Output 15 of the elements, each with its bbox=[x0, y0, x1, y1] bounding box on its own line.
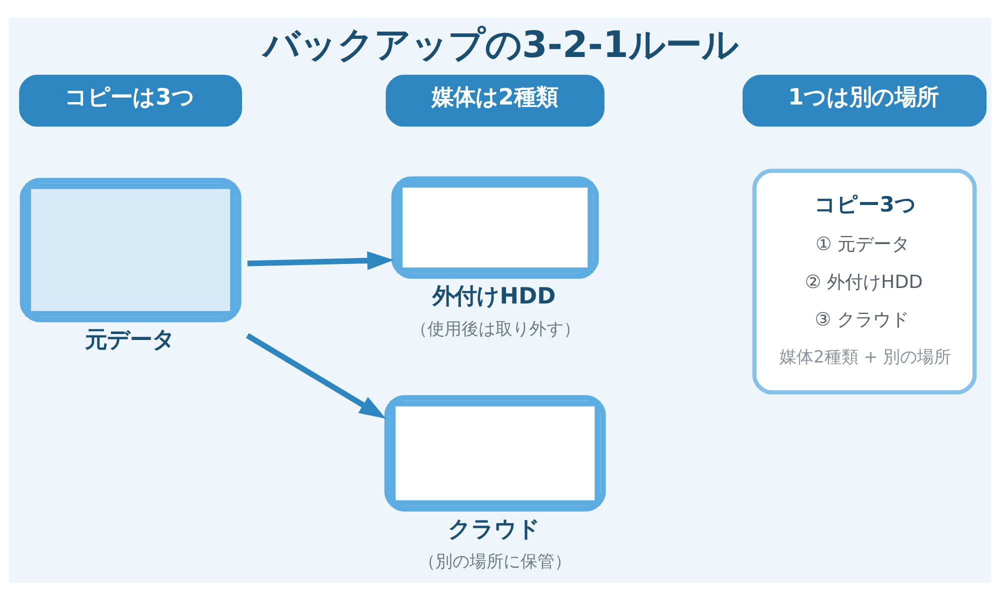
arrow bbox=[246, 332, 386, 418]
arrow bbox=[247, 250, 394, 270]
node-box: コピーは3つ bbox=[19, 74, 242, 126]
node-label: 元データ bbox=[85, 326, 176, 353]
node-box bbox=[384, 394, 606, 511]
node-box bbox=[391, 176, 599, 278]
node-box: 1つは別の場所 bbox=[742, 74, 986, 126]
node-box bbox=[20, 177, 242, 322]
node-box: コピー3つ ① 元データ ② 外付けHDD ③ クラウド 媒体2種類 + 別の場所 bbox=[752, 168, 977, 394]
node-label: クラウド bbox=[448, 516, 540, 542]
node-label: 外付けHDD bbox=[432, 283, 556, 310]
node-label: （別の場所に保管） bbox=[418, 550, 572, 571]
node-label: （使用後は取り外す） bbox=[410, 318, 580, 338]
diagram-title: バックアップの3-2-1ルール bbox=[263, 22, 738, 66]
node-box: 媒体は2種類 bbox=[386, 74, 604, 126]
